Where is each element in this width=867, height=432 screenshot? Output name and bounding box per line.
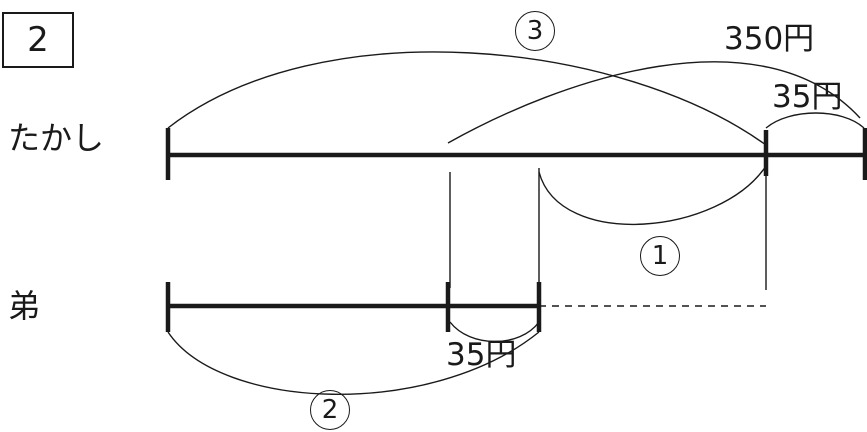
circled-two: 2 (310, 390, 350, 430)
top-right-diff-amount: 35円 (772, 79, 843, 115)
brace-total-curve (447, 61, 861, 144)
brace-brother-diff-curve (449, 321, 540, 343)
problem-number-box: 2 (2, 12, 74, 68)
brace-three-curve (167, 51, 767, 146)
brother-label: 弟 (8, 287, 41, 325)
takashi-label: たかし (8, 119, 105, 157)
circled-three: 3 (515, 11, 555, 51)
brother-diff-amount: 35円 (446, 337, 517, 373)
brace-top-diff-curve (765, 112, 865, 129)
top-total-amount: 350円 (724, 21, 815, 57)
circled-one: 1 (640, 236, 680, 276)
brace-one-curve (538, 165, 767, 226)
